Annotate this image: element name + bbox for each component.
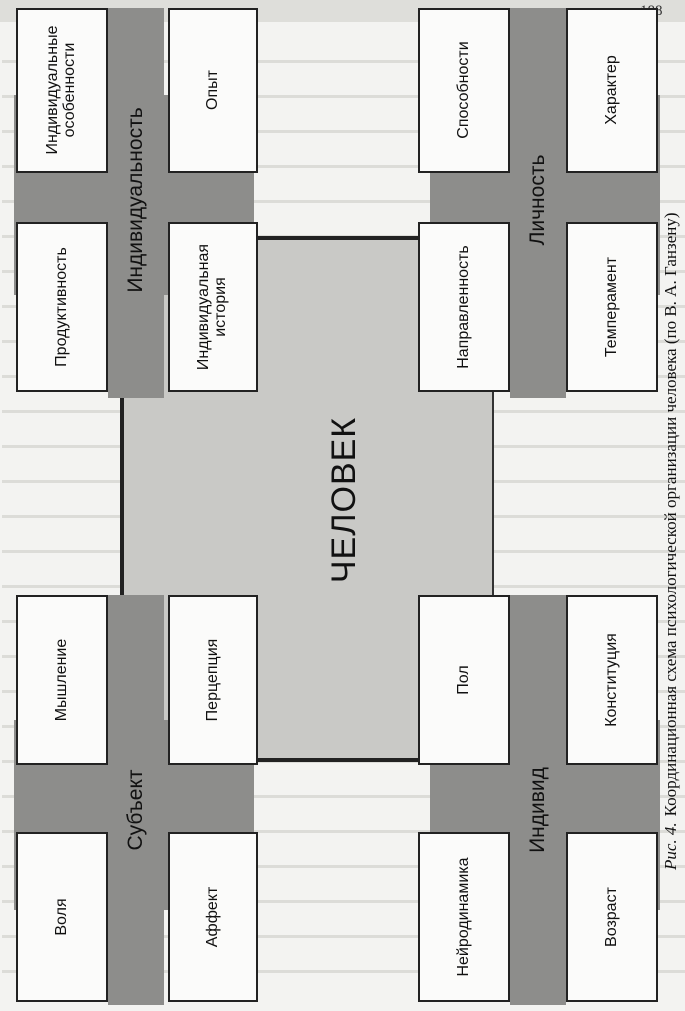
abilities-box bbox=[418, 8, 510, 173]
individuality-label: Индивидуальность bbox=[123, 107, 147, 293]
sex-box bbox=[418, 595, 510, 765]
personality-bar bbox=[510, 8, 566, 398]
perception-label: Перцепция bbox=[203, 638, 221, 722]
productivity-box bbox=[16, 222, 108, 392]
affect-box bbox=[168, 832, 258, 1002]
constitution-label: Конституция bbox=[602, 633, 620, 727]
temperament-label: Темперамент bbox=[602, 256, 620, 358]
individual-features-box bbox=[16, 8, 108, 173]
thinking-label: Мышление bbox=[52, 638, 70, 722]
individual-history-box bbox=[168, 222, 258, 392]
connector-left-mid bbox=[120, 350, 124, 690]
individual-bar bbox=[510, 595, 566, 1005]
thinking-box bbox=[16, 595, 108, 765]
personality-label: Личность bbox=[525, 154, 549, 246]
will-label: Воля bbox=[52, 898, 70, 936]
sex-label: Пол bbox=[454, 665, 472, 695]
neurodynamics-box bbox=[418, 832, 510, 1002]
figure-caption-prefix: Рис. 4. bbox=[661, 822, 681, 870]
individual-features-label: Индивидуальные особенности bbox=[44, 25, 78, 155]
connector-bottom bbox=[205, 758, 495, 762]
will-box bbox=[16, 832, 108, 1002]
age-box bbox=[566, 832, 658, 1002]
character-label: Характер bbox=[602, 55, 620, 125]
affect-label: Аффект bbox=[203, 886, 221, 948]
figure-caption: Рис. 4. Координационная схема психологич… bbox=[658, 10, 684, 870]
connector-top bbox=[205, 236, 495, 240]
subject-bar bbox=[108, 595, 164, 1005]
individual-history-label: Индивидуальная история bbox=[195, 243, 229, 371]
constitution-box bbox=[566, 595, 658, 765]
temperament-box bbox=[566, 222, 658, 392]
individual-label: Индивид bbox=[525, 767, 549, 853]
center-label: ЧЕЛОВЕК bbox=[325, 416, 364, 584]
experience-label: Опыт bbox=[203, 70, 221, 110]
age-label: Возраст bbox=[602, 887, 620, 947]
orientation-label: Направленность bbox=[454, 245, 472, 369]
individuality-bar bbox=[108, 8, 164, 398]
figure-caption-text: Координационная схема психологической ор… bbox=[661, 212, 681, 817]
orientation-box bbox=[418, 222, 510, 392]
abilities-label: Способности bbox=[454, 41, 472, 139]
neurodynamics-label: Нейродинамика bbox=[454, 857, 472, 977]
productivity-label: Продуктивность bbox=[52, 247, 70, 367]
character-box bbox=[566, 8, 658, 173]
perception-box bbox=[168, 595, 258, 765]
subject-label: Субъект bbox=[123, 769, 147, 851]
experience-box bbox=[168, 8, 258, 173]
